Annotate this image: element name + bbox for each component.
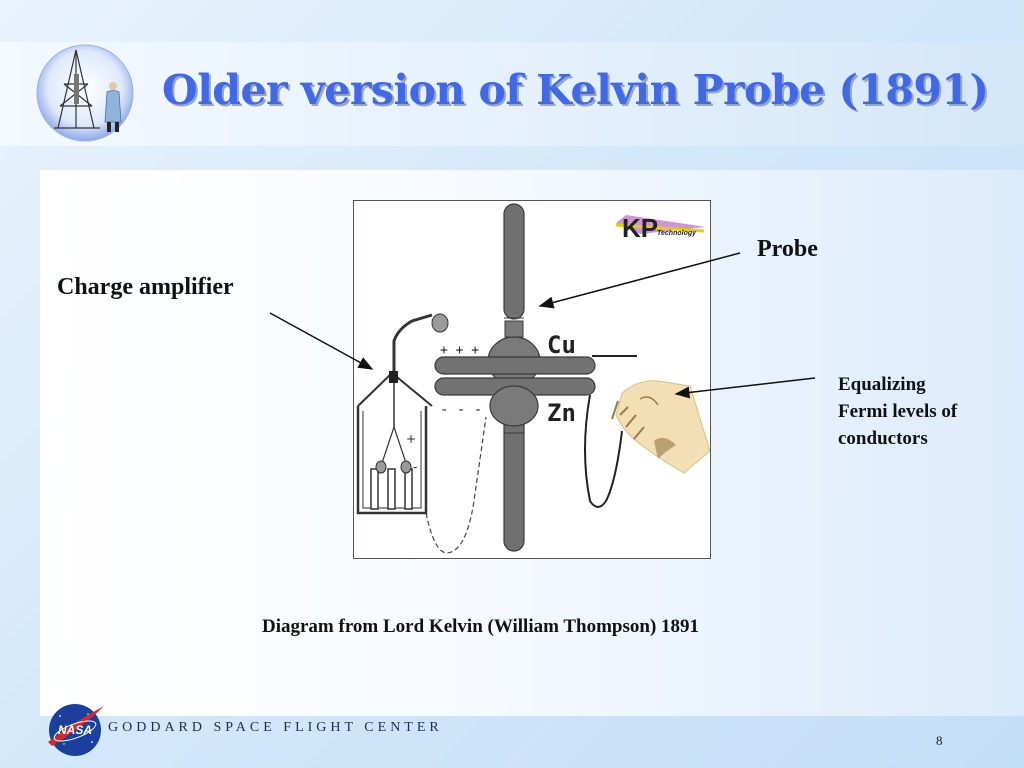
hand-illustration bbox=[611, 380, 710, 474]
charge-amplifier-arrow bbox=[269, 312, 374, 370]
kelvin-probe-diagram: KP Technology Cu Zn + + + - - - bbox=[353, 200, 711, 559]
kp-logo-subtext: Technology bbox=[657, 230, 697, 237]
page-number: 8 bbox=[936, 733, 943, 748]
nasa-logo-text: NASA bbox=[58, 723, 92, 737]
zn-label: Zn bbox=[547, 399, 576, 427]
footer-org-name: GODDARD SPACE FLIGHT CENTER bbox=[108, 720, 443, 735]
fermi-arrow bbox=[674, 377, 816, 399]
electroscope-minus: - bbox=[413, 460, 417, 474]
probe-arrow bbox=[538, 252, 741, 309]
fermi-levels-label: Equalizing Fermi levels of conductors bbox=[838, 374, 958, 449]
rocket-logo-icon bbox=[36, 44, 134, 142]
electroscope-plus: + bbox=[406, 432, 416, 446]
electroscope bbox=[356, 313, 449, 515]
diagram-caption: Diagram from Lord Kelvin (William Thomps… bbox=[262, 616, 700, 637]
plus-charges: + + + bbox=[440, 343, 479, 358]
slide-title: Older version of Kelvin Probe (1891) bbox=[162, 66, 989, 114]
minus-charges: - - - bbox=[440, 402, 482, 418]
capacitor-plates bbox=[434, 336, 637, 427]
header-band bbox=[0, 42, 1024, 146]
diagram-drawing: KP Technology Cu Zn + + + - - - bbox=[356, 203, 710, 554]
kp-logo-text: KP bbox=[622, 213, 658, 243]
cu-label: Cu bbox=[547, 331, 576, 359]
charge-amplifier-label: Charge amplifier bbox=[57, 274, 234, 300]
kp-logo-icon: KP Technology bbox=[615, 213, 706, 243]
probe-label: Probe bbox=[757, 236, 818, 262]
nasa-logo-icon: NASA bbox=[48, 704, 104, 756]
